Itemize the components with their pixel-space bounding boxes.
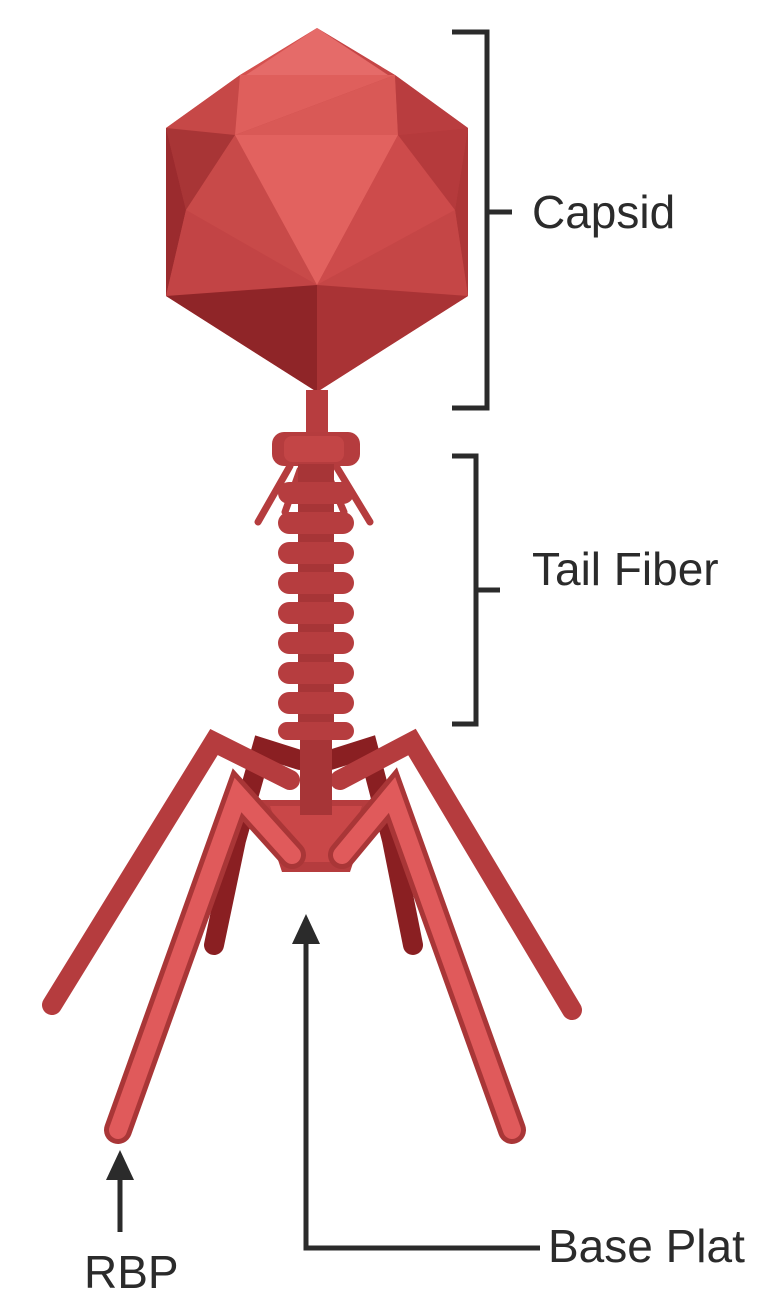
rbp-label: RBP	[84, 1246, 179, 1293]
base-plate-label: Base Plat	[548, 1220, 745, 1272]
phage-neck	[272, 390, 360, 466]
capsid-head	[166, 28, 468, 392]
capsid-label: Capsid	[532, 186, 675, 238]
rbp-arrow	[106, 1150, 134, 1232]
tail-fiber-label: Tail Fiber	[532, 543, 719, 595]
tail-fiber-bracket	[452, 456, 500, 724]
